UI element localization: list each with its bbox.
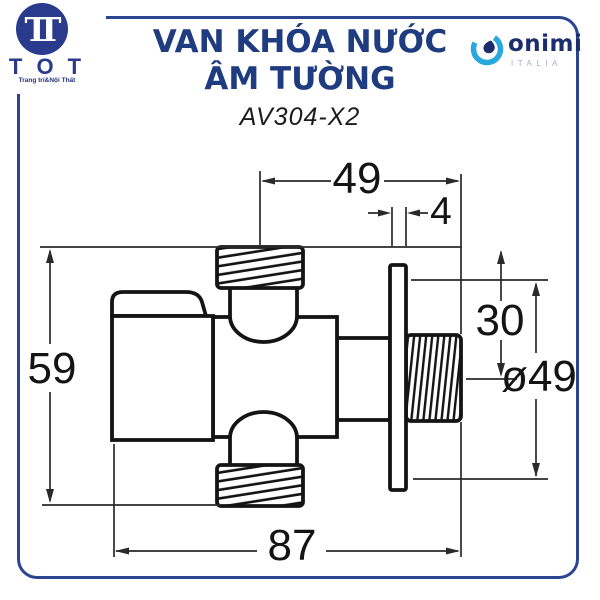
threaded-pipe-end xyxy=(404,333,463,423)
dim-label-flange-thickness: 4 xyxy=(430,190,452,233)
dim-87-lines xyxy=(113,444,458,557)
tot-logo: TT T O T Trang trí&Nội Thất xyxy=(0,0,106,94)
dim-59-lines xyxy=(42,251,221,506)
dimension-arrows xyxy=(46,177,540,555)
dim-49-lines xyxy=(259,171,462,557)
page-title-line1: VAN KHÓA NƯỚC xyxy=(152,24,448,60)
handle xyxy=(110,314,215,442)
dimension-lines xyxy=(40,171,548,557)
onimi-name: onimi xyxy=(508,31,583,57)
model-code: AV304-X2 xyxy=(239,103,361,131)
dim-label-body-height: 59 xyxy=(27,344,77,393)
page-border xyxy=(17,16,579,579)
tot-brand-name: T O T xyxy=(8,54,86,79)
tot-tagline: Trang trí&Nội Thất xyxy=(18,77,76,84)
wall-flange-plate xyxy=(388,263,408,492)
outlet-pipe xyxy=(335,336,392,422)
bottom-port xyxy=(228,410,299,466)
onimi-country: ITALIA xyxy=(511,59,562,68)
dim-d49-lines xyxy=(411,279,548,480)
dim-4-lines xyxy=(368,207,428,246)
dim-label-center-offset: 30 xyxy=(475,296,525,345)
dim-label-total-length: 87 xyxy=(267,521,317,570)
onimi-droplet xyxy=(483,40,495,54)
onimi-ring xyxy=(470,32,504,66)
onimi-logo: onimi ITALIA xyxy=(468,27,583,73)
tot-monogram-icon: TT xyxy=(16,3,68,55)
valve-outline xyxy=(110,245,463,508)
top-port xyxy=(228,288,299,344)
page-title-line2: ÂM TƯỜNG xyxy=(204,61,396,97)
bottom-knurled-cap xyxy=(215,463,305,508)
top-knurled-cap xyxy=(215,245,305,290)
dim-label-top-width: 49 xyxy=(332,154,382,203)
tot-monogram-text: TT xyxy=(24,9,62,49)
title-block: VAN KHÓA NƯỚC ÂM TƯỜNG AV304-X2 xyxy=(0,24,600,132)
onimi-ring-droplet-icon xyxy=(470,32,504,66)
handle-bevel xyxy=(110,290,209,318)
dim-label-flange-diameter: ø49 xyxy=(501,352,577,401)
